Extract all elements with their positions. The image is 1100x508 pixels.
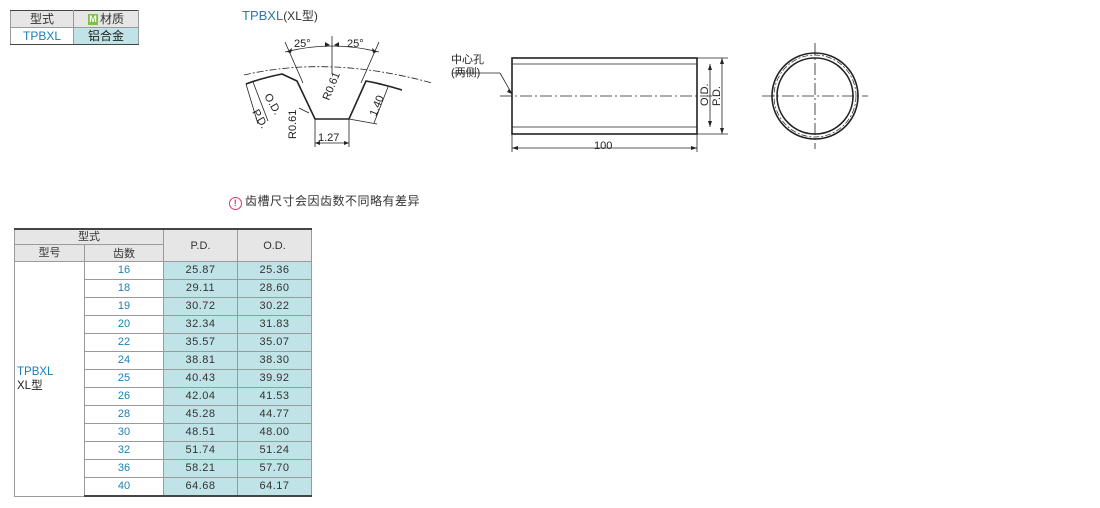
od-cell: 30.22	[237, 297, 312, 316]
material-badge-icon: M	[87, 14, 98, 25]
drawing-title: TPBXL(XL型)	[242, 7, 318, 24]
radius-bottom-label: R0.61	[287, 110, 299, 139]
angle-right-label: 25°	[347, 38, 364, 50]
pd-cell: 38.81	[163, 351, 238, 370]
table-row: 40 64.68 64.17	[15, 477, 312, 497]
teeth-cell: 25	[84, 369, 164, 388]
od-cell: 35.07	[237, 333, 312, 352]
pd-cell: 30.72	[163, 297, 238, 316]
header-pd: P.D.	[163, 228, 238, 262]
angle-left-label: 25°	[294, 38, 311, 50]
header-type-group: 型式	[14, 228, 164, 245]
pd-cell: 40.43	[163, 369, 238, 388]
teeth-cell: 18	[84, 279, 164, 298]
od-cell: 25.36	[237, 261, 312, 280]
drawing-title-suffix: (XL型)	[283, 9, 318, 23]
pd-cell: 32.34	[163, 315, 238, 334]
length-label: 100	[594, 140, 612, 152]
teeth-cell: 30	[84, 423, 164, 442]
teeth-cell: 16	[84, 261, 164, 280]
tooth-profile-drawing	[243, 36, 433, 147]
side-pd-label: P.D.	[711, 86, 723, 106]
table-row: 26 42.04 41.53	[15, 387, 312, 406]
spec-material-value: 铝合金	[73, 27, 139, 45]
pd-cell: 48.51	[163, 423, 238, 442]
note-text: 齿槽尺寸会因齿数不同略有差异	[245, 194, 421, 208]
width-label: 1.27	[318, 132, 339, 144]
pd-cell: 42.04	[163, 387, 238, 406]
model-code: TPBXL	[17, 365, 54, 378]
teeth-cell: 24	[84, 351, 164, 370]
center-hole-sub: (两侧)	[451, 66, 480, 79]
pd-cell: 25.87	[163, 261, 238, 280]
pd-cell: 29.11	[163, 279, 238, 298]
pd-cell: 45.28	[163, 405, 238, 424]
pd-cell: 58.21	[163, 459, 238, 478]
teeth-cell: 19	[84, 297, 164, 316]
od-cell: 48.00	[237, 423, 312, 442]
model-type: XL型	[17, 379, 43, 392]
table-row: 22 35.57 35.07	[15, 333, 312, 352]
table-row: 32 51.74 51.24	[15, 441, 312, 460]
od-cell: 31.83	[237, 315, 312, 334]
table-row: 25 40.43 39.92	[15, 369, 312, 388]
od-cell: 51.24	[237, 441, 312, 460]
spec-header-type: 型式	[10, 10, 74, 28]
depth-label: 1.40	[368, 94, 387, 118]
od-cell: 28.60	[237, 279, 312, 298]
radius-top-label: R0.61	[321, 70, 343, 102]
teeth-cell: 20	[84, 315, 164, 334]
technical-drawings: 25° 25° R0.61 R0.61 1.40 1.27 P.D. O.D. …	[243, 36, 868, 152]
teeth-cell: 36	[84, 459, 164, 478]
teeth-cell: 28	[84, 405, 164, 424]
pd-cell: 35.57	[163, 333, 238, 352]
od-cell: 57.70	[237, 459, 312, 478]
od-cell: 39.92	[237, 369, 312, 388]
teeth-cell: 32	[84, 441, 164, 460]
pd-cell: 51.74	[163, 441, 238, 460]
teeth-cell: 26	[84, 387, 164, 406]
teeth-cell: 22	[84, 333, 164, 352]
end-view-drawing	[762, 43, 868, 149]
od-cell: 44.77	[237, 405, 312, 424]
note: !齿槽尺寸会因齿数不同略有差异	[229, 192, 420, 210]
info-icon: !	[229, 197, 242, 210]
drawing-title-code: TPBXL	[242, 8, 284, 23]
side-od-label: O.D.	[699, 83, 711, 106]
header-teeth: 齿数	[84, 244, 164, 262]
header-model: 型号	[14, 244, 85, 262]
center-hole-label: 中心孔	[451, 53, 484, 66]
table-row: 19 30.72 30.22	[15, 297, 312, 316]
od-cell: 38.30	[237, 351, 312, 370]
teeth-cell: 40	[84, 477, 164, 497]
table-row: 24 38.81 38.30	[15, 351, 312, 370]
od-cell: 41.53	[237, 387, 312, 406]
side-view-drawing	[452, 57, 728, 152]
tooth-pd-label: P.D.	[249, 108, 269, 131]
pd-cell: 64.68	[163, 477, 238, 497]
header-od: O.D.	[237, 228, 312, 262]
table-row: 36 58.21 57.70	[15, 459, 312, 478]
od-cell: 64.17	[237, 477, 312, 497]
spec-header-material-label: 材质	[99, 12, 124, 26]
